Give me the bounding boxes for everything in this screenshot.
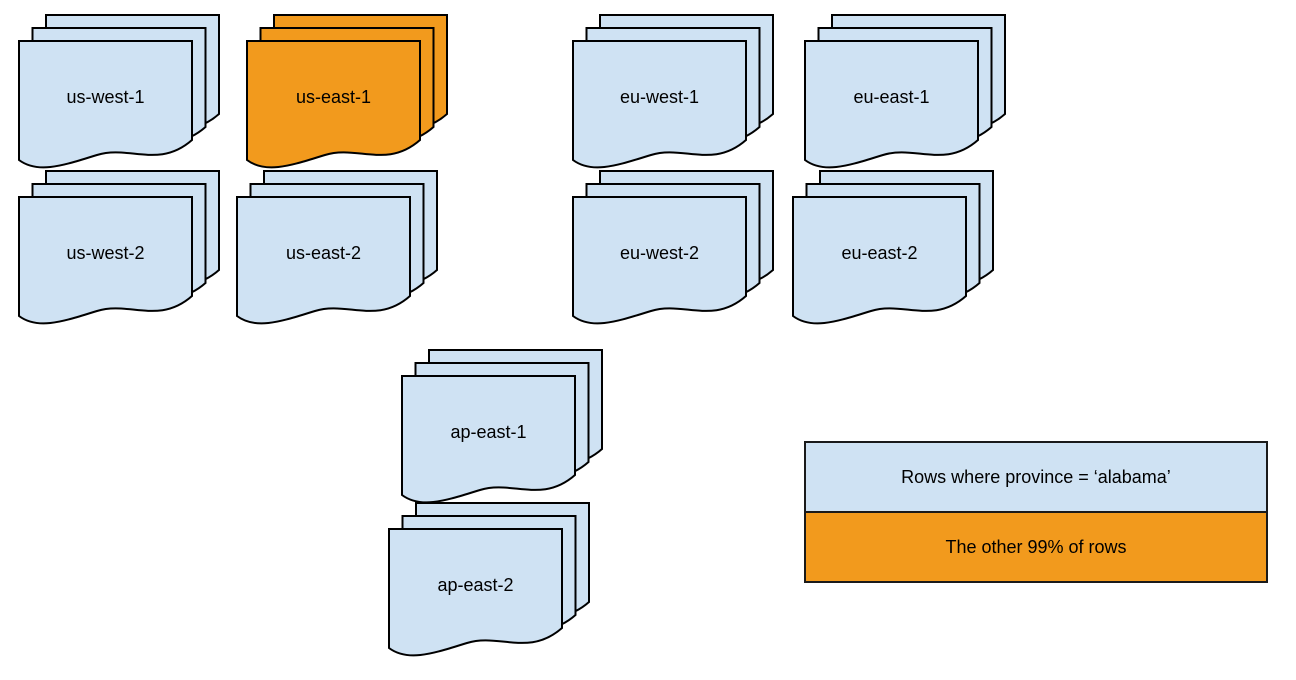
legend-item-other-rows: The other 99% of rows	[806, 513, 1266, 581]
document-shape-front	[388, 528, 563, 657]
document-shape-front	[401, 375, 576, 504]
document-shape-front	[18, 196, 193, 325]
region-stack-eu-east-2: eu-east-2	[792, 170, 996, 332]
document-stack-shape	[18, 170, 220, 325]
region-stack-us-east-2: us-east-2	[236, 170, 440, 332]
legend-item-label: The other 99% of rows	[945, 536, 1127, 557]
region-stack-eu-east-1: eu-east-1	[804, 14, 1008, 176]
document-shape-front	[572, 40, 747, 169]
region-stack-ap-east-2: ap-east-2	[388, 502, 592, 664]
region-stack-ap-east-1: ap-east-1	[401, 349, 605, 511]
legend-item-label: Rows where province = ‘alabama’	[901, 466, 1171, 487]
document-stack-shape	[246, 14, 448, 169]
document-stack-shape	[804, 14, 1006, 169]
document-shape-front	[236, 196, 411, 325]
document-stack-shape	[401, 349, 603, 504]
document-shape-front	[246, 40, 421, 169]
region-stack-us-west-2: us-west-2	[18, 170, 222, 332]
document-shape-front	[804, 40, 979, 169]
document-shape-front	[792, 196, 967, 325]
region-stack-us-east-1: us-east-1	[246, 14, 450, 176]
document-stack-shape	[572, 170, 774, 325]
document-shape-front	[18, 40, 193, 169]
document-stack-shape	[388, 502, 590, 657]
document-shape-front	[572, 196, 747, 325]
region-stack-us-west-1: us-west-1	[18, 14, 222, 176]
document-stack-shape	[236, 170, 438, 325]
region-stack-eu-west-2: eu-west-2	[572, 170, 776, 332]
document-stack-shape	[572, 14, 774, 169]
region-stack-eu-west-1: eu-west-1	[572, 14, 776, 176]
document-stack-shape	[792, 170, 994, 325]
document-stack-shape	[18, 14, 220, 169]
legend-item-alabama-rows: Rows where province = ‘alabama’	[806, 443, 1266, 513]
legend: Rows where province = ‘alabama’ The othe…	[804, 441, 1268, 583]
